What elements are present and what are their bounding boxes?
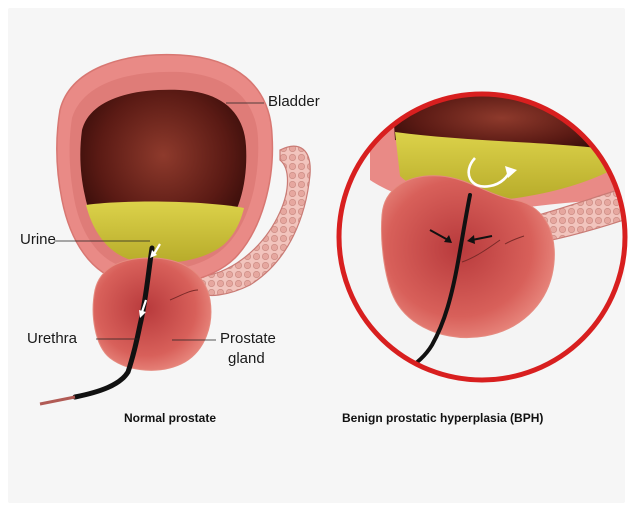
label-urethra: Urethra [27, 330, 77, 347]
prostate-gland [93, 258, 211, 370]
label-prostate-line2: gland [228, 350, 265, 367]
caption-normal-prostate: Normal prostate [124, 411, 216, 425]
label-bladder: Bladder [268, 93, 320, 110]
label-urine: Urine [20, 231, 56, 248]
bph-figure [339, 84, 630, 388]
label-prostate-line1: Prostate [220, 330, 276, 347]
caption-bph: Benign prostatic hyperplasia (BPH) [342, 411, 543, 425]
